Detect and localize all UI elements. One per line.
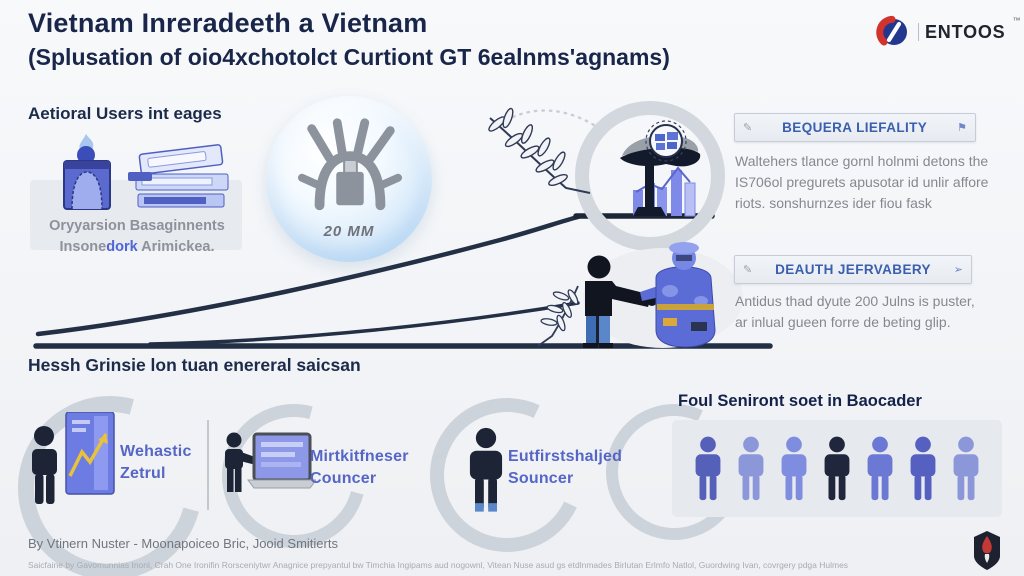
intro-caption-line1: Oryyarsion Basaginnents [49, 218, 225, 234]
population-bubble: 20 MM [266, 96, 432, 262]
panel-header-1: ✎ BEQUERA LIEFALITY ⚑ [734, 113, 976, 142]
page-title-line1: Vietnam Inreradeeth a Vietnam [28, 8, 428, 38]
intro-caption-line2: Insonedork Arimickea. [59, 239, 215, 256]
device-icon [63, 134, 111, 210]
arrow-icon: ➢ [953, 264, 963, 276]
audience-figure [949, 428, 983, 512]
panel-header-2: ✎ DEAUTH JEFRVABERY ➢ [734, 255, 972, 284]
tickets-icon [128, 144, 229, 208]
flag-icon: ⚑ [957, 122, 967, 134]
bubble-glyph-icon [297, 118, 403, 211]
audience-figures [672, 420, 1002, 517]
audience-figure [777, 428, 811, 512]
police-figure-icon [640, 242, 716, 348]
item-label-1: Wehastic Zetrul [120, 443, 192, 483]
presenter-laptop-icon [225, 432, 316, 492]
fineprint: Saicfaine by Gavomunnias Inonl, Crah One… [28, 560, 849, 570]
audience-figure [734, 428, 768, 512]
pencil-icon: ✎ [743, 122, 753, 134]
intro-caption: Oryyarsion Basaginnents Insonedork Arimi… [22, 216, 252, 258]
bubble-value: 20 MM [323, 223, 375, 240]
person-icon [469, 427, 503, 512]
audience-figure [863, 428, 897, 512]
brand-logo: ENTOOS ™ [876, 14, 1020, 50]
dotted-arc [498, 109, 606, 134]
statue-icon [620, 136, 701, 216]
item-divider [207, 420, 209, 510]
item-label-2: Mirtkitfneser Councer [310, 448, 409, 488]
item-label-3: Eutfirstshaljed Souncer [508, 448, 623, 488]
brand-mark-icon [876, 15, 907, 46]
figures-backdrop [583, 248, 743, 348]
civilian-figure-icon [583, 255, 657, 348]
page-title-line2: (Splusation of oio4xchotolct Curtiont GT… [28, 44, 670, 70]
analyst-chart-icon [32, 412, 115, 504]
intro-heading: Aetioral Users int eages [28, 104, 222, 123]
leaf-branch-small-icon [537, 285, 579, 347]
bar-chart-icon [633, 166, 696, 217]
bottom-heading: Hessh Grinsie lon tuan enereral saicsan [28, 355, 361, 375]
audience-figure [691, 428, 725, 512]
crest-icon [974, 531, 1000, 570]
panel-2-body: Antidus thad dyute 200 Julns is puster, … [735, 293, 975, 330]
audience-figure [820, 428, 854, 512]
byline: By Vtinern Nuster - Moonapoiceo Bric, Jo… [28, 536, 338, 551]
intro-icons [63, 134, 229, 210]
leaf-branch-icon [488, 107, 591, 194]
panel-1-body: Waltehers tlance gornl holnmi detons the… [735, 153, 989, 211]
statue-ring [575, 101, 725, 251]
trademark-symbol: ™ [1012, 16, 1021, 25]
pencil-icon: ✎ [743, 264, 753, 276]
panel-2-title: DEAUTH JEFRVABERY [775, 262, 931, 277]
globe-icon [645, 120, 687, 162]
audience-heading: Foul Seniront soet in Baocader [678, 392, 922, 410]
brand-name: ENTOOS [925, 21, 1006, 42]
brand-divider [918, 23, 919, 41]
audience-figure [906, 428, 940, 512]
caption-link[interactable]: dork [106, 239, 138, 256]
panel-1-title: BEQUERA LIEFALITY [782, 120, 928, 135]
